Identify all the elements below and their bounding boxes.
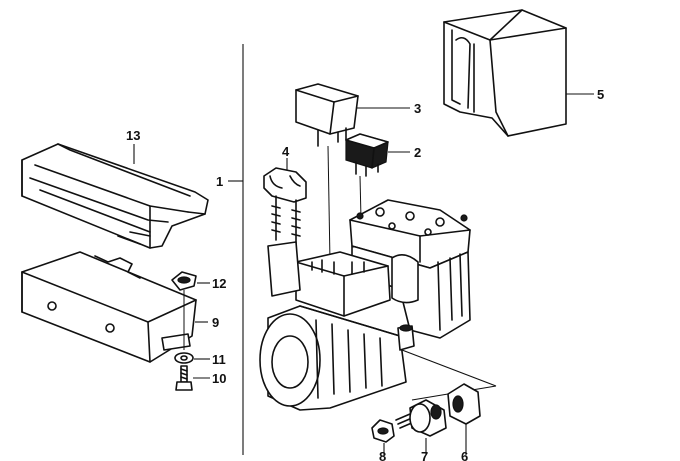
part-10-screw (175, 365, 210, 391)
callout-4: 4 (282, 144, 290, 159)
part-11-washer (174, 352, 210, 364)
part-9-control-unit (21, 251, 208, 363)
part-8-nut (371, 419, 395, 455)
callout-3: 3 (414, 101, 421, 116)
part-13-cover (21, 143, 209, 249)
callout-7: 7 (421, 449, 428, 461)
part-6-buffer (447, 383, 481, 455)
callout-5: 5 (597, 87, 604, 102)
part-3-relay (295, 83, 410, 263)
callout-6: 6 (461, 449, 468, 461)
callout-2: 2 (414, 145, 421, 160)
callout-10: 10 (212, 371, 226, 386)
callout-11: 11 (212, 352, 226, 367)
assembly-bracket-line (228, 44, 244, 455)
callout-12: 12 (212, 276, 226, 291)
callout-8: 8 (379, 449, 386, 461)
part-7-mount (395, 399, 447, 455)
part-4-clip (263, 158, 307, 245)
part-5-relay-cover (443, 9, 594, 137)
part-1-hydraulic-unit (259, 199, 497, 411)
callout-9: 9 (212, 315, 219, 330)
callout-13: 13 (126, 128, 140, 143)
callout-1: 1 (216, 174, 223, 189)
part-12-grommet (171, 271, 210, 350)
